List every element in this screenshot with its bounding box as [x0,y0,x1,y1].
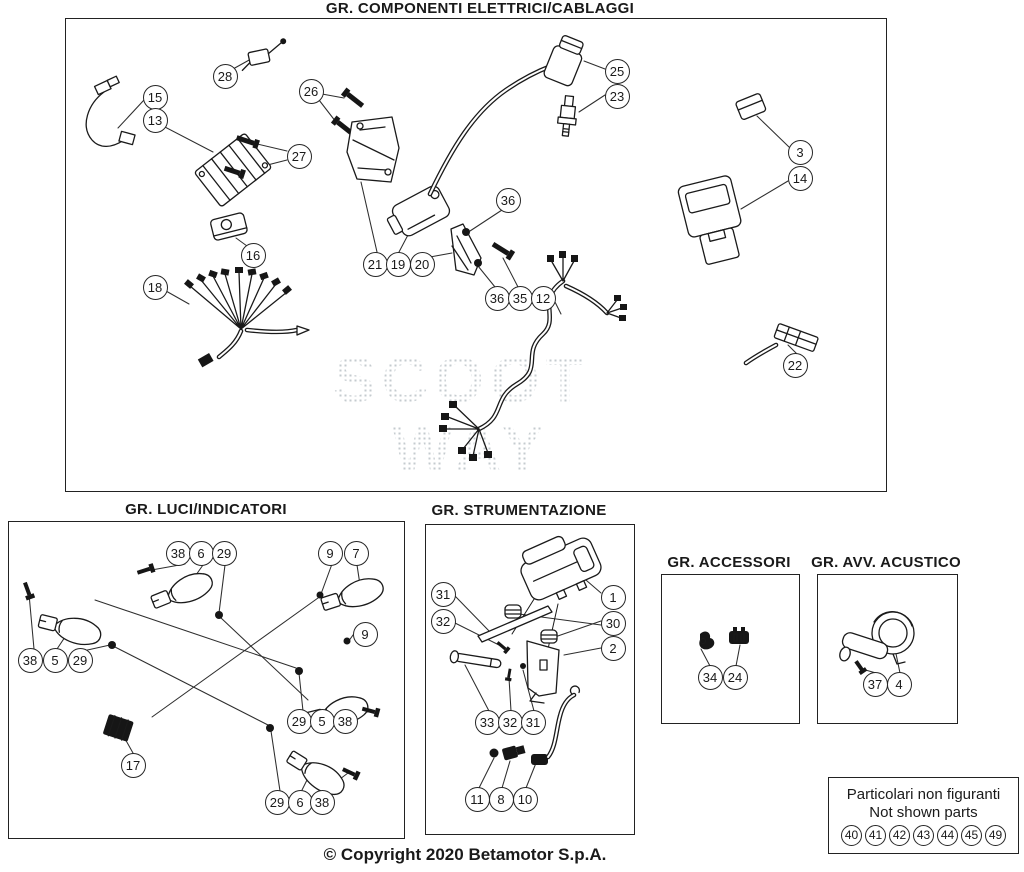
section-box-strumentazione [425,524,635,835]
not-shown-part-40[interactable]: 40 [841,824,862,846]
callout-3[interactable]: 3 [787,139,813,165]
callout-38[interactable]: 38 [332,708,358,734]
not-shown-parts-box: Particolari non figuranti Not shown part… [828,777,1019,854]
watermark-line-1: SCOOT [333,344,591,416]
not-shown-title-en: Not shown parts [869,803,978,821]
section-box-acustico [817,574,958,724]
callout-18[interactable]: 18 [142,274,168,300]
callout-30[interactable]: 30 [600,610,626,636]
watermark-line-2: WAY [392,412,550,484]
callout-22[interactable]: 22 [782,352,808,378]
callout-1[interactable]: 1 [600,584,626,610]
callout-29[interactable]: 29 [286,708,312,734]
section-title-elettrici: GR. COMPONENTI ELETTRICI/CABLAGGI [325,0,635,17]
callout-15[interactable]: 15 [142,84,168,110]
callout-34[interactable]: 34 [697,664,723,690]
not-shown-title-it: Particolari non figuranti [846,785,1001,803]
callout-28[interactable]: 28 [212,63,238,89]
callout-6[interactable]: 6 [188,540,214,566]
callout-33[interactable]: 33 [474,709,500,735]
not-shown-part-49[interactable]: 49 [985,824,1006,846]
callout-37[interactable]: 37 [862,671,888,697]
callout-12[interactable]: 12 [530,285,556,311]
section-box-luci [8,521,405,839]
callout-31[interactable]: 31 [520,709,546,735]
callout-25[interactable]: 25 [604,58,630,84]
section-title-luci: GR. LUCI/INDICATORI [125,501,287,518]
callout-17[interactable]: 17 [120,752,146,778]
section-box-accessori [661,574,800,724]
callout-2[interactable]: 2 [600,635,626,661]
not-shown-part-41[interactable]: 41 [865,824,886,846]
callout-21[interactable]: 21 [362,251,388,277]
callout-5[interactable]: 5 [309,708,335,734]
not-shown-part-44[interactable]: 44 [937,824,958,846]
not-shown-part-45[interactable]: 45 [961,824,982,846]
callout-29[interactable]: 29 [264,789,290,815]
callout-36[interactable]: 36 [484,285,510,311]
callout-9[interactable]: 9 [317,540,343,566]
section-title-accessori: GR. ACCESSORI [667,554,791,571]
callout-38[interactable]: 38 [17,647,43,673]
section-box-elettrici [65,18,887,492]
callout-24[interactable]: 24 [722,664,748,690]
callout-35[interactable]: 35 [507,285,533,311]
callout-7[interactable]: 7 [343,540,369,566]
callout-29[interactable]: 29 [211,540,237,566]
callout-36[interactable]: 36 [495,187,521,213]
callout-38[interactable]: 38 [309,789,335,815]
callout-9[interactable]: 9 [352,621,378,647]
callout-6[interactable]: 6 [287,789,313,815]
section-title-strumentazione: GR. STRUMENTAZIONE [431,502,607,519]
callout-5[interactable]: 5 [42,647,68,673]
callout-8[interactable]: 8 [488,786,514,812]
callout-4[interactable]: 4 [886,671,912,697]
section-title-acustico: GR. AVV. ACUSTICO [811,554,961,571]
callout-29[interactable]: 29 [67,647,93,673]
not-shown-part-42[interactable]: 42 [889,824,910,846]
callout-32[interactable]: 32 [497,709,523,735]
callout-26[interactable]: 26 [298,78,324,104]
callout-10[interactable]: 10 [512,786,538,812]
not-shown-part-43[interactable]: 43 [913,824,934,846]
callout-23[interactable]: 23 [604,83,630,109]
callout-32[interactable]: 32 [430,608,456,634]
callout-16[interactable]: 16 [240,242,266,268]
callout-31[interactable]: 31 [430,581,456,607]
callout-14[interactable]: 14 [787,165,813,191]
callout-38[interactable]: 38 [165,540,191,566]
copyright-text: © Copyright 2020 Betamotor S.p.A. [323,845,607,864]
callout-27[interactable]: 27 [286,143,312,169]
callout-11[interactable]: 11 [464,786,490,812]
callout-20[interactable]: 20 [409,251,435,277]
callout-13[interactable]: 13 [142,107,168,133]
callout-19[interactable]: 19 [385,251,411,277]
